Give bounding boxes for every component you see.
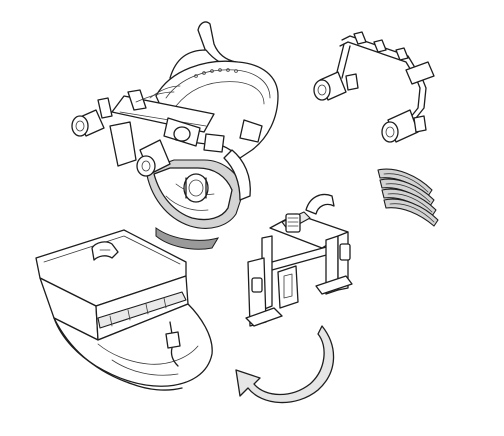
hard-hat-adapter-icon	[245, 193, 353, 327]
curved-arrow-icon	[235, 325, 335, 404]
headgear-harness-icon	[71, 21, 279, 250]
spacer-clips-icon	[377, 168, 439, 227]
storage-bag-icon	[35, 229, 213, 391]
spare-pivot-bracket-icon	[313, 31, 435, 143]
